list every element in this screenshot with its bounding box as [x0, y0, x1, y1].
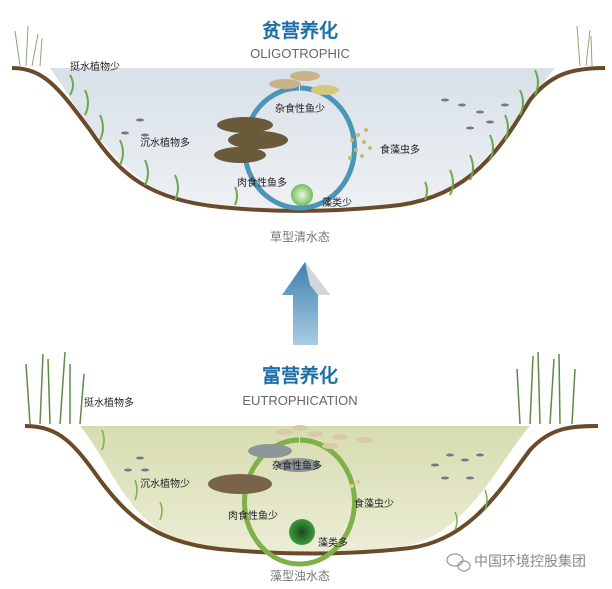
label-turbid-water-state: 藻型浊水态 — [270, 569, 330, 583]
omnivorous-fish-icon — [248, 425, 373, 472]
wechat-icon — [446, 553, 471, 572]
zooplankton-icon — [348, 128, 372, 160]
small-fish-school — [124, 453, 484, 480]
small-fish-school — [121, 98, 509, 137]
carnivorous-fish-icon — [208, 474, 272, 494]
emergent-plants — [25, 351, 576, 425]
lake-bed — [11, 66, 606, 213]
algae-icon — [289, 519, 315, 545]
label-omnivorous-fish: 杂食性鱼多 — [272, 459, 322, 472]
eutrophication-subtitle: EUTROPHICATION — [242, 393, 357, 408]
algae-icon — [291, 184, 313, 206]
submerged-plants-right — [424, 69, 539, 201]
submerged-plants-left — [69, 74, 238, 206]
label-submerged-plants: 沉水植物多 — [140, 136, 190, 149]
oligotrophic-panel: 贫营养化 OLIGOTROPHIC 挺水植物少 沉水植物多 杂食性鱼少 食藻虫多… — [11, 19, 606, 244]
label-zooplankton: 食藻虫少 — [354, 497, 394, 510]
label-omnivorous-fish: 杂食性鱼少 — [275, 102, 325, 115]
transition-arrow-icon — [282, 262, 330, 345]
label-algae: 藻类少 — [322, 196, 352, 209]
eutrophication-title: 富营养化 — [262, 364, 338, 387]
watermark: 中国环境控股集团 — [446, 553, 586, 572]
food-cycle-ring — [242, 437, 357, 567]
label-emergent-plants: 挺水植物少 — [70, 60, 120, 73]
oligotrophic-subtitle: OLIGOTROPHIC — [250, 46, 350, 61]
oligotrophic-title: 贫营养化 — [262, 19, 338, 42]
emergent-plants — [14, 25, 593, 67]
label-carnivorous-fish: 肉食性鱼少 — [228, 509, 278, 522]
label-carnivorous-fish: 肉食性鱼多 — [237, 176, 287, 189]
food-cycle-ring — [242, 85, 357, 211]
submerged-plants — [101, 429, 488, 531]
lake-bed — [24, 424, 599, 556]
label-algae: 藻类多 — [318, 536, 348, 549]
eutrophication-panel: 富营养化 EUTROPHICATION 挺水植物多 沉水植物少 杂食性鱼多 食藻… — [24, 351, 599, 583]
omnivorous-fish-icon — [269, 71, 339, 95]
zooplankton-icon — [350, 480, 360, 488]
label-zooplankton: 食藻虫多 — [380, 143, 420, 156]
turbid-water — [80, 426, 530, 554]
label-emergent-plants: 挺水植物多 — [84, 396, 134, 409]
watermark-text: 中国环境控股集团 — [474, 553, 586, 570]
label-submerged-plants: 沉水植物少 — [140, 477, 190, 490]
label-clear-water-state: 草型清水态 — [270, 230, 330, 244]
carnivorous-fish-icon — [214, 117, 288, 163]
